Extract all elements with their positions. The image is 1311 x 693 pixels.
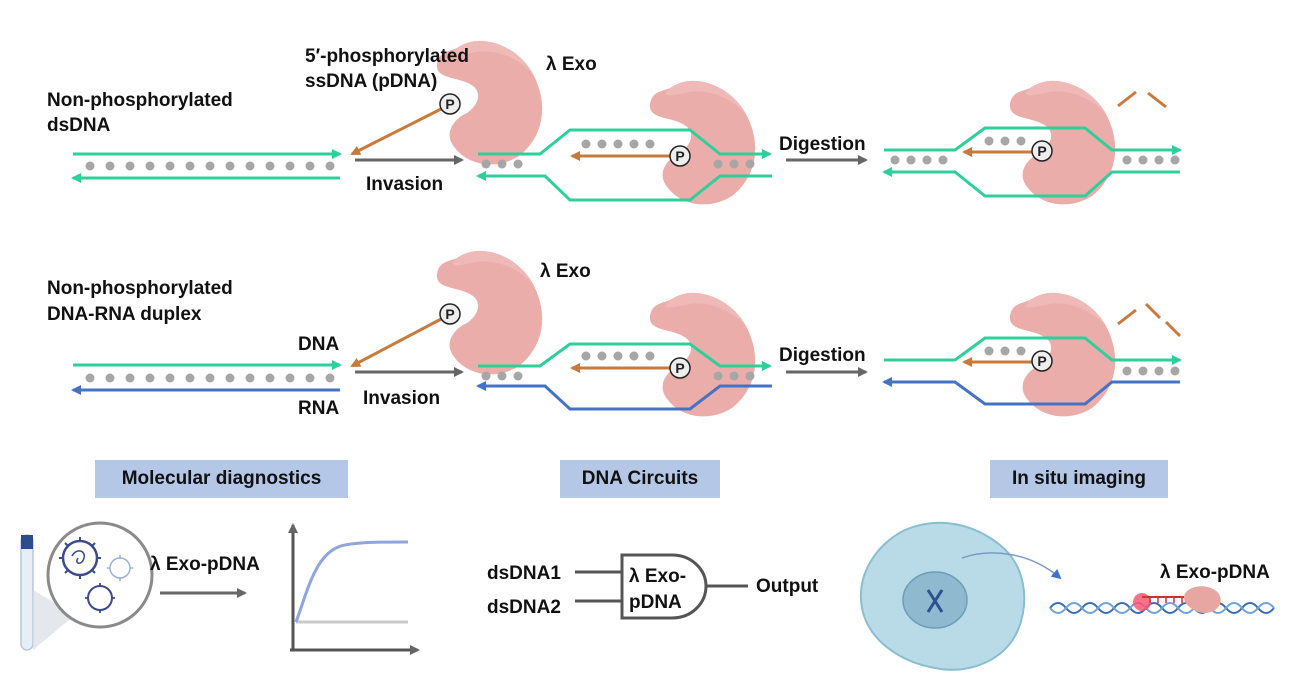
lambda-exo-enzyme <box>649 80 756 205</box>
phosphate-icon: P <box>439 93 461 115</box>
phosphate-icon: P <box>669 357 691 379</box>
row1-invasion-complex: P <box>476 80 772 205</box>
circuit-panel: dsDNA1 dsDNA2 λ Exo- pDNA Output <box>487 553 819 620</box>
dna-label: DNA <box>298 334 339 355</box>
dna-strand <box>884 336 1182 365</box>
red-probe-icon <box>1133 593 1192 611</box>
circuit-input-2: dsDNA2 <box>487 597 561 618</box>
row1-digestion-complex: P <box>882 80 1182 205</box>
zoom-arrow <box>961 552 1062 580</box>
magnifier-icon <box>46 521 154 629</box>
pdna-label-2: ssDNA (pDNA) <box>305 71 437 92</box>
virus-icon <box>85 583 115 613</box>
invasion-label: Invasion <box>363 388 440 409</box>
base-pair-dots <box>85 373 335 383</box>
base-pair-dots <box>984 346 1180 376</box>
imaging-panel: λ Exo-pDNA <box>859 521 1275 671</box>
dna-strand-top <box>884 126 1182 155</box>
invasion-label: Invasion <box>366 174 443 195</box>
rna-label: RNA <box>298 398 339 419</box>
displaced-dna-strand <box>478 342 772 371</box>
svg-text:P: P <box>445 306 454 322</box>
enzyme-label: λ Exo <box>546 54 597 75</box>
row2-invasion-complex: P <box>476 292 772 417</box>
digestion-label: Digestion <box>779 134 866 155</box>
lambda-exo-enzyme <box>1183 586 1221 614</box>
svg-text:P: P <box>445 96 454 112</box>
magnifier-cone <box>33 590 75 650</box>
header-molecular-diagnostics: Molecular diagnostics <box>95 460 348 498</box>
dna-strand-bottom <box>476 171 772 202</box>
digested-fragments <box>1117 302 1182 338</box>
svg-text:P: P <box>1037 143 1046 159</box>
header-dna-circuits: DNA Circuits <box>560 460 720 498</box>
svg-text:P: P <box>675 360 684 376</box>
circuit-input-1: dsDNA1 <box>487 563 561 584</box>
row2-substrate-label-2: DNA-RNA duplex <box>47 304 202 325</box>
svg-text:P: P <box>675 148 684 164</box>
base-pair-dots <box>481 139 755 169</box>
displaced-dna-strand <box>478 128 772 159</box>
dna-strand-bottom <box>882 167 1180 198</box>
diagnostics-reagent-label: λ Exo-pDNA <box>150 554 260 575</box>
header-in-situ-imaging: In situ imaging <box>990 460 1168 498</box>
lambda-exo-enzyme <box>1009 80 1116 205</box>
enzyme-label: λ Exo <box>540 261 591 282</box>
pdna-strand <box>350 106 444 156</box>
lambda-exo-enzyme <box>1009 292 1116 417</box>
base-pair-dots <box>890 136 1180 165</box>
dna-helix-icon <box>1049 602 1275 614</box>
gate-label-1: λ Exo- <box>629 566 686 587</box>
virus-icon <box>59 537 101 579</box>
base-pair-dots <box>481 351 755 381</box>
virus-icon <box>107 555 133 581</box>
digested-fragments <box>1117 90 1167 109</box>
row2-substrate-label-1: Non-phosphorylated <box>47 278 233 299</box>
pdna-label-1: 5′-phosphorylated <box>305 46 469 67</box>
row1-substrate: Non-phosphorylated dsDNA <box>47 90 342 183</box>
row1-substrate-label-2: dsDNA <box>47 115 111 136</box>
pdna-strand <box>350 316 444 368</box>
test-tube-icon <box>20 534 34 651</box>
circuit-output: Output <box>756 576 819 597</box>
phosphate-icon: P <box>669 145 691 167</box>
rna-strand <box>882 377 1180 406</box>
phosphate-icon: P <box>1031 140 1053 162</box>
imaging-reagent-label: λ Exo-pDNA <box>1160 562 1270 583</box>
positive-curve <box>294 540 409 623</box>
row1-enzyme-pdna: P 5′-phosphorylated ssDNA (pDNA) λ Exo <box>305 40 597 165</box>
amplification-curve-plot <box>288 523 420 655</box>
base-pair-dots <box>85 161 335 171</box>
chromosome-icon <box>926 589 944 613</box>
phosphate-icon: P <box>1031 350 1053 372</box>
row2-digestion-complex: P <box>882 292 1182 417</box>
row2-enzyme-pdna: P λ Exo <box>350 250 591 375</box>
gate-label-2: pDNA <box>629 592 682 613</box>
rna-strand <box>476 381 772 411</box>
phosphate-icon: P <box>439 303 461 325</box>
digestion-label: Digestion <box>779 345 866 366</box>
diagnostics-panel: λ Exo-pDNA <box>20 521 420 655</box>
row1-substrate-label-1: Non-phosphorylated <box>47 90 233 111</box>
svg-text:P: P <box>1037 353 1046 369</box>
row2-substrate: Non-phosphorylated DNA-RNA duplex DNA RN… <box>47 278 342 419</box>
